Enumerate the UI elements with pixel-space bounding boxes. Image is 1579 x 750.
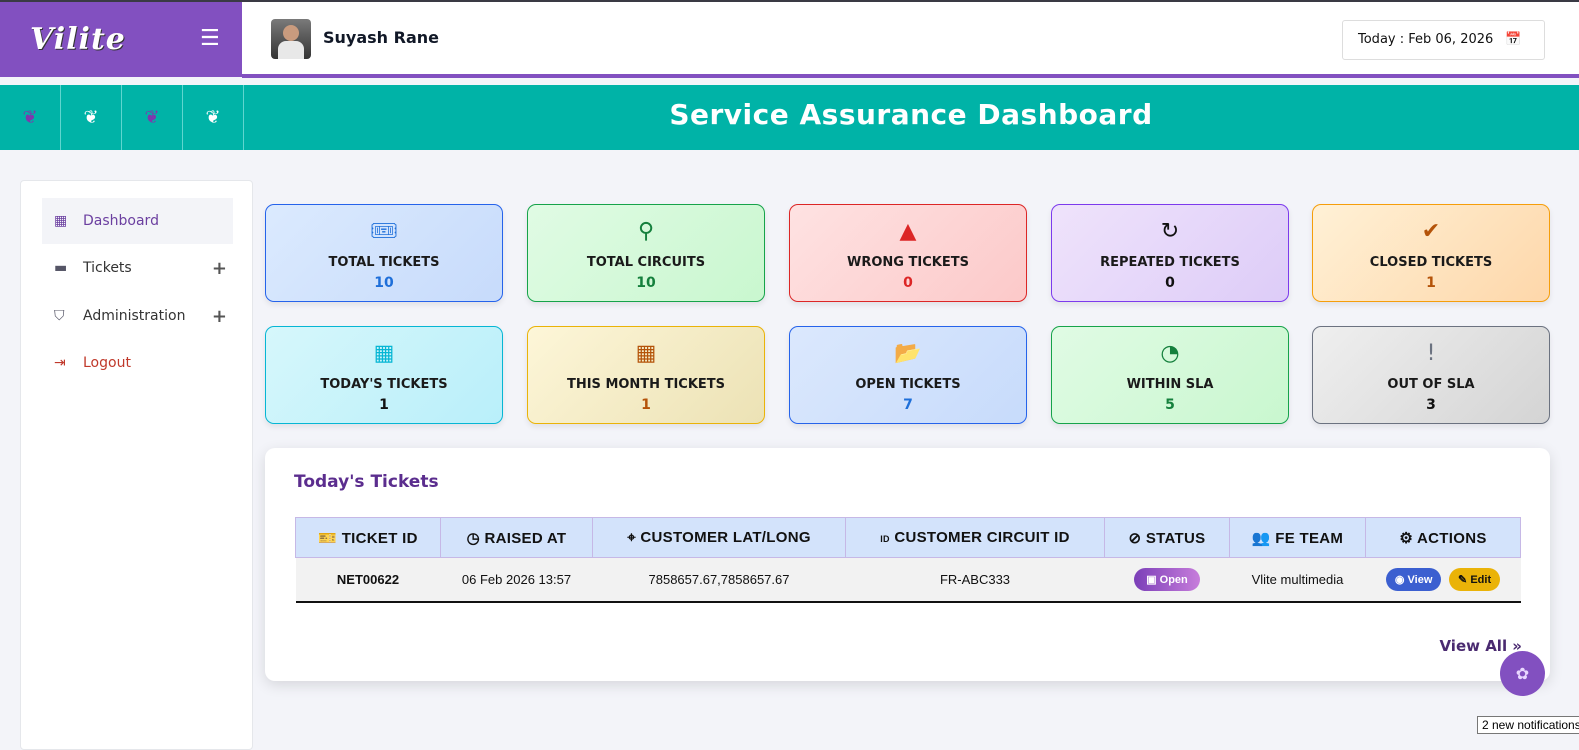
shield-icon: ⛉	[54, 308, 65, 324]
lotus-icon[interactable]: ❦	[0, 85, 61, 150]
hamburger-icon[interactable]: ☰	[200, 26, 220, 51]
card-value: 5	[1165, 397, 1175, 413]
col-status: ⊘ STATUS	[1104, 517, 1230, 558]
card-this-month-tickets[interactable]: ▦ THIS MONTH TICKETS 1	[527, 326, 765, 424]
card-label: OPEN TICKETS	[855, 377, 961, 392]
plus-icon[interactable]: +	[211, 257, 227, 279]
panel-title: Today's Tickets	[294, 472, 439, 492]
card-label: WRONG TICKETS	[847, 255, 969, 270]
date-label: Today : Feb 06, 2026	[1358, 32, 1494, 47]
card-label: TOTAL TICKETS	[328, 255, 440, 270]
sitemap-icon: ⚲	[637, 219, 655, 244]
dashboard-icon: ▦	[54, 213, 68, 229]
user-name: Suyash Rane	[323, 28, 439, 47]
redo-icon: ↻	[1160, 219, 1180, 244]
todays-tickets-panel: Today's Tickets 🎫 TICKET ID ◷ RAISED AT …	[265, 448, 1550, 681]
check-circle-icon: ✔	[1421, 219, 1441, 244]
warning-icon: ▲	[899, 219, 917, 244]
sidebar-item-tickets[interactable]: ▬ Tickets +	[42, 245, 233, 291]
card-value: 0	[1165, 275, 1175, 291]
card-repeated-tickets[interactable]: ↻ REPEATED TICKETS 0	[1051, 204, 1289, 302]
lotus-icon[interactable]: ❦	[61, 85, 122, 150]
col-circuit-id: ID CUSTOMER CIRCUIT ID	[845, 517, 1105, 558]
card-value: 1	[379, 397, 389, 413]
card-label: TOTAL CIRCUITS	[586, 255, 706, 270]
col-ticket-id: 🎫 TICKET ID	[295, 517, 441, 558]
header: Suyash Rane Today : Feb 06, 2026 📅	[242, 2, 1579, 78]
card-label: THIS MONTH TICKETS	[566, 377, 726, 392]
sidebar-item-label: Logout	[83, 355, 131, 371]
brand-bar: Vilite ☰	[0, 2, 242, 77]
page-title: Service Assurance Dashboard	[669, 98, 1153, 131]
clock-icon: ◔	[1160, 341, 1180, 366]
actions-cell: ◉ View ✎ Edit	[1365, 557, 1521, 603]
view-button[interactable]: ◉ View	[1385, 567, 1442, 591]
col-actions: ⚙ ACTIONS	[1365, 517, 1521, 558]
card-value: 1	[1426, 275, 1436, 291]
calendar-icon: 📅	[1505, 32, 1522, 47]
sidebar-item-logout[interactable]: ⇥ Logout	[42, 340, 233, 386]
sidebar-item-administration[interactable]: ⛉ Administration +	[42, 293, 233, 339]
lotus-icon[interactable]: ❦	[122, 85, 183, 150]
card-total-tickets[interactable]: 🎟 TOTAL TICKETS 10	[265, 204, 503, 302]
ticket-icon: ▬	[54, 260, 68, 276]
fe-team: Vlite multimedia	[1229, 557, 1366, 603]
plus-icon[interactable]: +	[211, 305, 227, 327]
banner: ❦ ❦ ❦ ❦ Service Assurance Dashboard	[0, 85, 1579, 150]
card-label: TODAY'S TICKETS	[320, 377, 448, 392]
status-cell: ▣ Open	[1104, 557, 1230, 603]
card-today-s-tickets[interactable]: ▦ TODAY'S TICKETS 1	[265, 326, 503, 424]
edit-button[interactable]: ✎ Edit	[1449, 567, 1501, 591]
calendar-day-icon: ▦	[373, 341, 395, 366]
card-value: 10	[374, 275, 394, 291]
col-fe-team: 👥 FE TEAM	[1229, 517, 1366, 558]
view-all-link[interactable]: View All »	[1439, 637, 1522, 655]
notification-tooltip: 2 new notifications	[1477, 716, 1579, 734]
card-closed-tickets[interactable]: ✔ CLOSED TICKETS 1	[1312, 204, 1550, 302]
sidebar-item-label: Tickets	[83, 260, 132, 276]
card-out-of-sla[interactable]: ! OUT OF SLA 3	[1312, 326, 1550, 424]
avatar[interactable]	[271, 19, 311, 59]
date-button[interactable]: Today : Feb 06, 2026 📅	[1342, 20, 1545, 60]
card-total-circuits[interactable]: ⚲ TOTAL CIRCUITS 10	[527, 204, 765, 302]
gear-icon: ✿	[1515, 664, 1530, 683]
card-value: 0	[903, 275, 913, 291]
card-value: 10	[636, 275, 656, 291]
card-label: CLOSED TICKETS	[1369, 255, 1493, 270]
card-value: 3	[1426, 397, 1436, 413]
vilite-logo[interactable]: Vilite	[30, 22, 126, 57]
sidebar-item-label: Dashboard	[83, 213, 159, 229]
exclamation-circle-icon: !	[1426, 341, 1436, 366]
card-wrong-tickets[interactable]: ▲ WRONG TICKETS 0	[789, 204, 1027, 302]
card-label: OUT OF SLA	[1387, 377, 1475, 392]
calendar-icon: ▦	[635, 341, 657, 366]
folder-open-icon: 📂	[894, 341, 922, 366]
settings-fab[interactable]: ✿	[1500, 651, 1545, 696]
ticket-id: NET00622	[295, 557, 441, 603]
lat-long: 7858657.67,7858657.67	[592, 557, 846, 603]
status-badge[interactable]: ▣ Open	[1134, 567, 1200, 591]
table-row: NET00622 06 Feb 2026 13:57 7858657.67,78…	[295, 557, 1521, 603]
card-value: 1	[641, 397, 651, 413]
lotus-icon[interactable]: ❦	[183, 85, 244, 150]
sidebar-item-dashboard[interactable]: ▦ Dashboard	[42, 198, 233, 244]
sidebar: ▦ Dashboard ▬ Tickets + ⛉ Administration + ⇥ L…	[20, 180, 253, 750]
circuit-id: FR-ABC333	[845, 557, 1105, 603]
sidebar-item-label: Administration	[83, 308, 186, 324]
col-lat-long: ⌖ CUSTOMER LAT/LONG	[592, 517, 846, 558]
card-within-sla[interactable]: ◔ WITHIN SLA 5	[1051, 326, 1289, 424]
col-raised-at: ◷ RAISED AT	[440, 517, 593, 558]
logout-icon: ⇥	[54, 355, 66, 371]
tickets-table: 🎫 TICKET ID ◷ RAISED AT ⌖ CUSTOMER LAT/L…	[295, 517, 1521, 603]
card-open-tickets[interactable]: 📂 OPEN TICKETS 7	[789, 326, 1027, 424]
card-value: 7	[903, 397, 913, 413]
ticket-icon: 🎟	[370, 219, 398, 244]
card-label: REPEATED TICKETS	[1100, 255, 1240, 270]
top-border	[0, 0, 1579, 2]
raised-at: 06 Feb 2026 13:57	[440, 557, 593, 603]
card-label: WITHIN SLA	[1126, 377, 1214, 392]
